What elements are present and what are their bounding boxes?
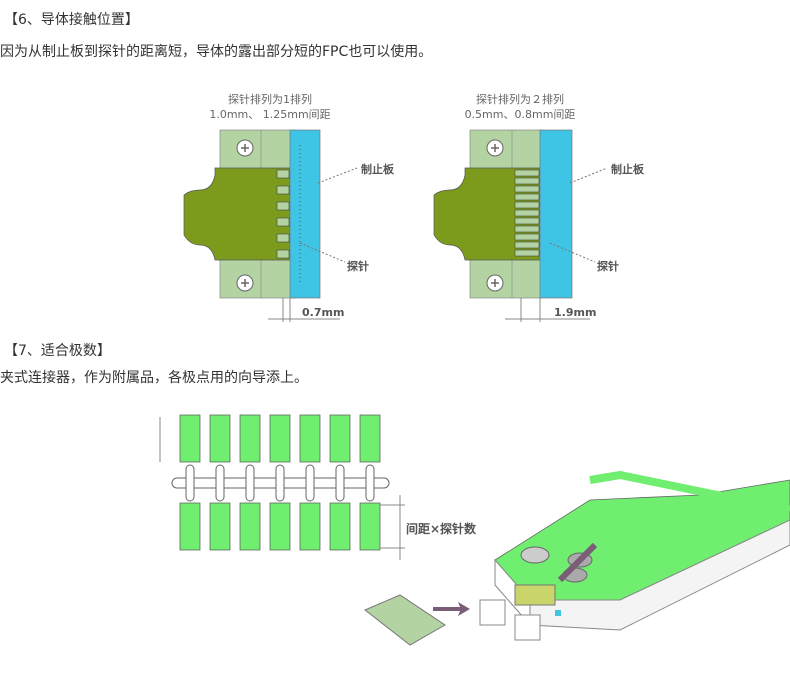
guide-piece <box>239 502 261 551</box>
contact-diagram-single-row <box>183 129 358 322</box>
caption-line2: 1.0mm、 1.25mm间距 <box>209 108 331 121</box>
guide-piece <box>359 414 381 463</box>
probe-label-left: 探针 <box>347 260 369 273</box>
diagram-right-caption: 探针排列为２排列 0.5mm、0.8mm间距 <box>440 92 600 122</box>
guide-piece <box>209 502 231 551</box>
guide-connector <box>305 464 315 502</box>
section6-text: 因为从制止板到探针的距离短，导体的露出部分短的FPC也可以使用。 <box>0 44 433 60</box>
section7-text: 夹式连接器，作为附属品，各极点用的向导添上。 <box>0 370 308 386</box>
guide-connector <box>185 464 195 502</box>
section7-heading: 【7、适合极数】 <box>4 343 111 359</box>
guide-piece <box>269 414 291 463</box>
stopper-label-left: 制止板 <box>361 163 394 176</box>
guide-piece <box>179 502 201 551</box>
dimension-right: 1.9mm <box>554 306 597 319</box>
contact-diagram-double-row <box>433 129 608 322</box>
probe-label-right: 探针 <box>597 260 619 273</box>
pitch-label: 间距×探针数 <box>406 522 477 536</box>
guide-connector <box>365 464 375 502</box>
section6-heading: 【6、导体接触位置】 <box>4 12 139 28</box>
connector-3d-illustration <box>364 470 790 646</box>
guide-connector <box>245 464 255 502</box>
guide-piece <box>299 502 321 551</box>
guide-connector <box>335 464 345 502</box>
guide-piece <box>239 414 261 463</box>
diagram-left-caption: 探针排列为1排列 1.0mm、 1.25mm间距 <box>190 92 350 122</box>
guide-piece <box>299 414 321 463</box>
guide-piece <box>329 414 351 463</box>
guide-strip-diagram <box>159 414 405 560</box>
guide-piece <box>329 502 351 551</box>
guide-connector <box>215 464 225 502</box>
stopper-label-right: 制止板 <box>611 163 644 176</box>
guide-connector <box>275 464 285 502</box>
guide-piece <box>269 502 291 551</box>
guide-piece <box>179 414 201 463</box>
guide-piece <box>359 502 381 551</box>
dimension-left: 0.7mm <box>302 306 345 319</box>
caption-line1: 探针排列为２排列 <box>476 93 564 106</box>
guide-piece <box>209 414 231 463</box>
caption-line2: 0.5mm、0.8mm间距 <box>464 108 576 121</box>
caption-line1: 探针排列为1排列 <box>228 93 312 106</box>
